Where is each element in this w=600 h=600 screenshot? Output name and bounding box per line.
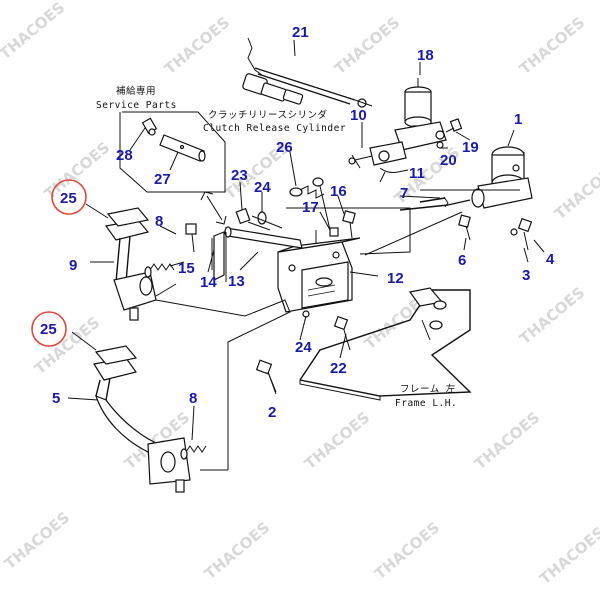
callout-13: 13 — [228, 273, 245, 290]
watermark: THACOES — [201, 518, 273, 583]
part-27-pin — [159, 134, 206, 162]
callout-24: 24 — [254, 179, 271, 196]
part-25-pedal-pad-upper — [106, 207, 150, 227]
callout-15: 15 — [178, 260, 195, 277]
callout-27: 27 — [154, 171, 171, 188]
callouts: 21 18 1 10 19 20 11 26 23 24 16 7 17 25 … — [40, 24, 555, 421]
highlight-circle-lower — [31, 311, 67, 347]
watermark: THACOES — [161, 13, 233, 78]
callout-11: 11 — [409, 165, 425, 182]
part-5-brake-pedal — [93, 357, 191, 493]
frame-en: Frame L.H. — [395, 398, 457, 409]
callout-28: 28 — [116, 147, 133, 164]
callout-25-lower: 25 — [40, 321, 57, 338]
callout-9: 9 — [69, 257, 77, 274]
callout-18: 18 — [417, 47, 434, 64]
callout-10: 10 — [350, 107, 367, 124]
watermark: THACOES — [331, 13, 403, 78]
callout-21: 21 — [292, 24, 309, 41]
part-12-bracket — [277, 237, 361, 313]
callout-12: 12 — [387, 270, 404, 287]
part-13-shaft — [211, 226, 303, 282]
highlight-circle-upper — [51, 179, 87, 215]
callout-4: 4 — [546, 251, 555, 268]
part-1-brake-master-cylinder — [447, 146, 533, 209]
part-6-bolt — [458, 214, 471, 241]
callout-1: 1 — [514, 111, 522, 128]
double-arrow — [200, 191, 227, 225]
callout-20: 20 — [440, 152, 457, 169]
watermark: THACOES — [536, 523, 600, 588]
callout-16: 16 — [330, 183, 347, 200]
bolts-23-24 — [235, 207, 283, 231]
part-3-4-fasteners — [510, 217, 533, 251]
clutch-release-en: Clutch Release Cylinder — [203, 123, 346, 134]
callout-22: 22 — [330, 360, 347, 377]
captions: 補給専用 Service Parts クラッチリリースシリンダ Clutch R… — [96, 85, 457, 409]
part-15-spring-upper — [144, 223, 197, 278]
callout-2: 2 — [268, 404, 276, 421]
service-parts-frame — [119, 111, 226, 193]
watermark: THACOES — [516, 13, 588, 78]
callout-19: 19 — [462, 139, 479, 156]
callout-23: 23 — [231, 167, 248, 184]
part-25-pedal-pad-lower — [94, 345, 138, 365]
callout-24-lower: 24 — [295, 339, 312, 356]
callout-26: 26 — [276, 139, 293, 156]
callout-17: 17 — [302, 199, 319, 216]
watermark: THACOES — [1, 508, 73, 573]
master-cylinder-upper — [348, 118, 463, 183]
clutch-release-jp: クラッチリリースシリンダ — [208, 109, 328, 121]
service-parts-jp: 補給専用 — [116, 85, 156, 97]
watermark: THACOES — [0, 0, 68, 63]
part-8-spring-lower — [180, 445, 207, 460]
watermark: THACOES — [371, 518, 443, 583]
watermark: THACOES — [301, 408, 373, 473]
drawing — [67, 37, 545, 493]
callout-6: 6 — [458, 252, 466, 269]
callout-14: 14 — [200, 274, 217, 291]
service-parts-en: Service Parts — [96, 100, 177, 111]
callout-5: 5 — [52, 390, 60, 407]
watermark: THACOES — [516, 283, 588, 348]
watermark: THACOES — [471, 408, 543, 473]
part-21-clutch-release-cylinder — [242, 37, 373, 108]
callout-8-lower: 8 — [189, 390, 197, 407]
frame-jp: フレーム 左 — [400, 383, 456, 395]
callout-7: 7 — [400, 185, 408, 202]
part-28-clip — [141, 117, 158, 136]
callout-8-upper: 8 — [155, 213, 163, 230]
brake-linkage-line — [155, 299, 291, 470]
callout-25-upper: 25 — [60, 190, 77, 207]
linkage-line — [364, 211, 463, 256]
frame-left — [299, 287, 472, 401]
callout-3: 3 — [522, 267, 530, 284]
watermark: THACOES — [551, 158, 600, 223]
bolts-16-17 — [329, 210, 356, 239]
part-7-rod — [399, 196, 449, 211]
